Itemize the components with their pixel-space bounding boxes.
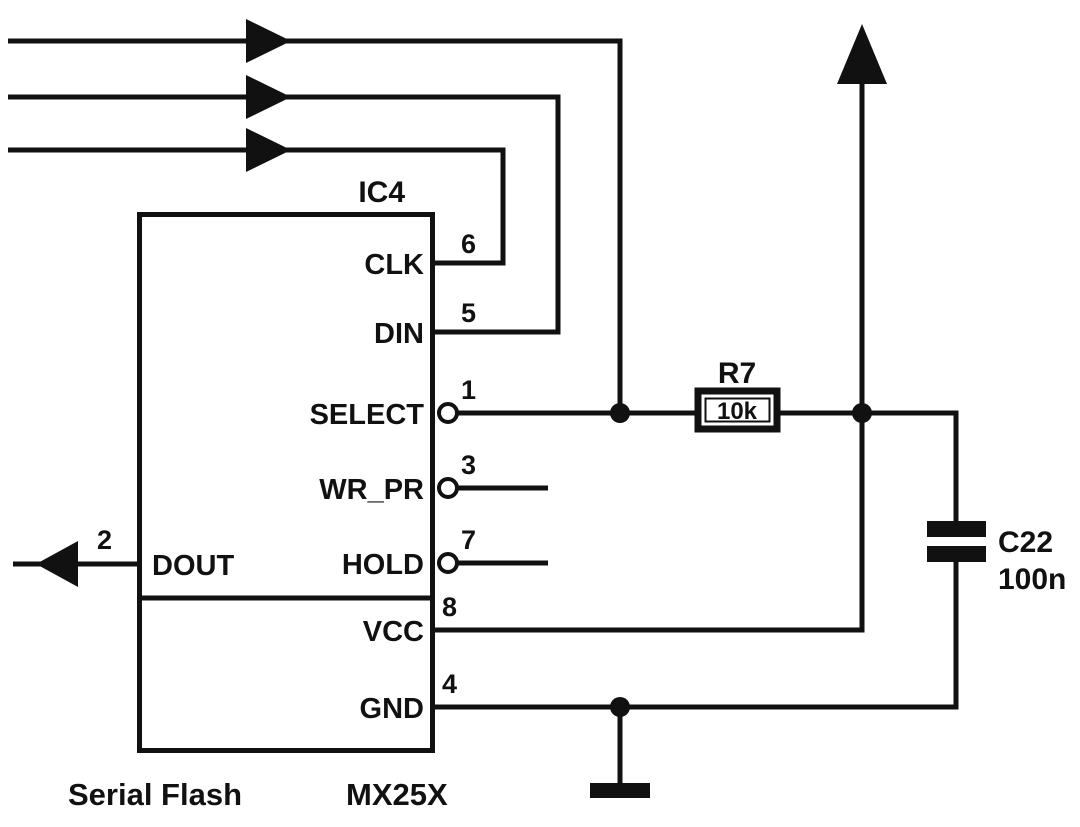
capacitor-c22: C22 100n bbox=[927, 521, 1066, 596]
pin-number-hold: 7 bbox=[461, 525, 476, 555]
junction-dot-vcc bbox=[852, 403, 872, 423]
resistor-value: 10k bbox=[717, 398, 758, 425]
resistor-designator: R7 bbox=[718, 357, 756, 390]
ic-body bbox=[137, 212, 435, 753]
pin-label-hold: HOLD bbox=[342, 549, 424, 581]
active-low-bubble-hold bbox=[437, 552, 459, 574]
signal-arrow-icon-3 bbox=[246, 128, 291, 172]
pin-number-dout: 2 bbox=[97, 525, 112, 555]
active-low-bubble-wrpr bbox=[437, 477, 459, 499]
pin-label-gnd: GND bbox=[360, 693, 424, 725]
capacitor-designator: C22 bbox=[998, 526, 1053, 559]
resistor-inner-outline bbox=[704, 397, 771, 423]
bus-wires bbox=[8, 19, 623, 413]
gnd-wire bbox=[435, 562, 959, 710]
ic-part-number: MX25X bbox=[346, 777, 448, 812]
ic-outline bbox=[137, 212, 435, 753]
vcc-rail bbox=[435, 24, 887, 633]
capacitor-value: 100n bbox=[998, 563, 1066, 596]
gnd-net bbox=[435, 562, 959, 798]
pin-number-clk: 6 bbox=[461, 229, 476, 259]
pin-label-wrpr: WR_PR bbox=[319, 474, 424, 506]
dout-arrow-icon bbox=[36, 541, 78, 587]
resistor-outline bbox=[694, 387, 781, 433]
pullup-to-cap-wire bbox=[780, 410, 959, 523]
dout-net bbox=[13, 541, 137, 587]
capacitor-plate-bottom bbox=[927, 546, 986, 562]
bus-wire-select bbox=[8, 38, 623, 413]
signal-arrow-icon-2 bbox=[246, 75, 291, 119]
pin-label-vcc: VCC bbox=[363, 616, 424, 648]
pin-number-wrpr: 3 bbox=[461, 450, 476, 480]
pin-label-select: SELECT bbox=[310, 399, 425, 431]
junction-dot-gnd bbox=[610, 697, 630, 717]
capacitor-plate-top bbox=[927, 521, 986, 537]
pin-label-dout: DOUT bbox=[152, 550, 234, 582]
ic-device-label: Serial Flash bbox=[68, 777, 242, 812]
resistor-r7: R7 10k bbox=[694, 357, 781, 433]
pin-label-clk: CLK bbox=[364, 249, 424, 281]
select-net bbox=[457, 410, 959, 523]
ic-designator: IC4 bbox=[358, 176, 405, 209]
ground-symbol-icon bbox=[590, 783, 650, 798]
active-low-bubble-select bbox=[437, 402, 459, 424]
pin-label-din: DIN bbox=[374, 318, 424, 350]
signal-arrow-icon-1 bbox=[246, 19, 291, 63]
junction-dot-select bbox=[610, 403, 630, 423]
pin-number-din: 5 bbox=[461, 298, 476, 328]
vcc-wire bbox=[435, 84, 865, 633]
vcc-arrow-icon bbox=[837, 24, 887, 84]
pin-number-select: 1 bbox=[461, 375, 476, 405]
pin-number-vcc: 8 bbox=[442, 592, 457, 622]
pin-number-gnd: 4 bbox=[442, 669, 457, 699]
